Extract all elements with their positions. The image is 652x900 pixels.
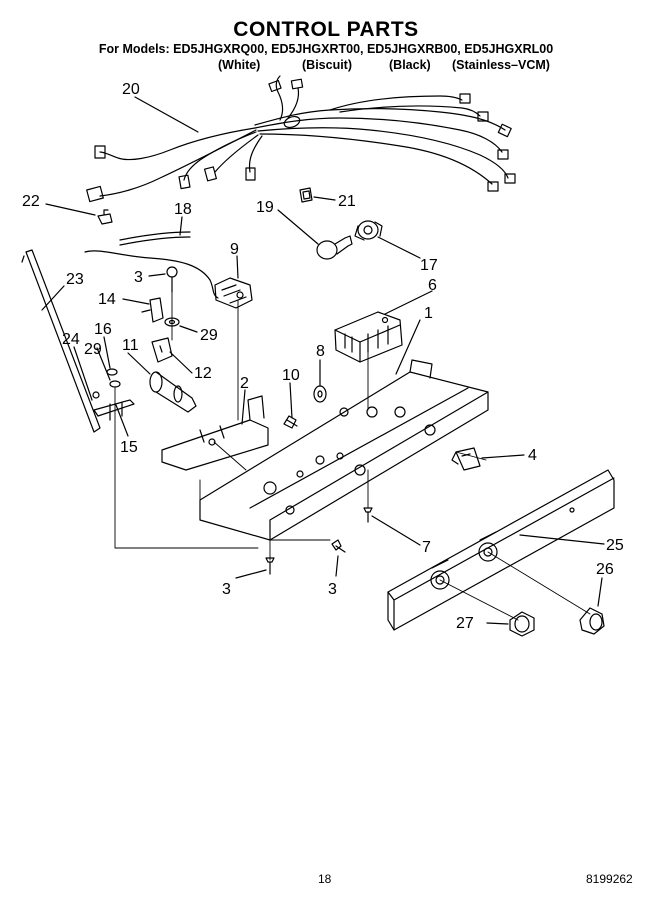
control-panel-25-part (387, 469, 615, 631)
knob-26-part (579, 607, 605, 635)
leader-arrows (41, 96, 605, 625)
callout-20: 20 (122, 81, 140, 98)
variant-black: (Black) (389, 58, 431, 72)
callout-3-bottom-left: 3 (222, 581, 231, 598)
callout-2: 2 (240, 375, 249, 392)
callout-3-top: 3 (134, 269, 143, 286)
callout-29-right: 29 (200, 327, 218, 344)
control-shaft-11-part (149, 371, 197, 413)
screw-10-part (283, 415, 298, 429)
variant-biscuit: (Biscuit) (302, 58, 352, 72)
switch-block-6-part (334, 311, 403, 363)
socket-clip-part (299, 187, 313, 203)
callout-6: 6 (428, 277, 437, 294)
bracket-12-part (151, 337, 173, 363)
callout-14: 14 (98, 291, 116, 308)
variant-white: (White) (218, 58, 261, 72)
callout-23: 23 (66, 271, 84, 288)
bracket-15-part (92, 391, 135, 421)
mounting-bracket-2-part (161, 395, 269, 471)
document-number: 8199262 (586, 872, 633, 886)
wire-harness-part (86, 75, 516, 203)
callout-29-left: 29 (84, 341, 102, 358)
callout-12: 12 (194, 365, 212, 382)
screw-3b-part (331, 539, 346, 553)
callout-25: 25 (606, 537, 624, 554)
screw-part (166, 266, 178, 293)
thermostat-part (84, 250, 253, 309)
assembly-guide-lines (114, 291, 591, 621)
callout-26: 26 (596, 561, 614, 578)
callout-17: 17 (420, 257, 438, 274)
bracket-4-part (451, 447, 481, 471)
callout-15: 15 (120, 439, 138, 456)
callout-16: 16 (94, 321, 112, 338)
callout-3-bottom-right: 3 (328, 581, 337, 598)
light-socket-part (354, 220, 383, 241)
clip-part (97, 209, 113, 225)
variant-stainless: (Stainless–VCM) (452, 58, 550, 72)
callout-11: 11 (122, 337, 139, 354)
callout-19: 19 (256, 199, 274, 216)
callout-18: 18 (174, 201, 192, 218)
bracket-14-part (141, 297, 164, 323)
callout-27: 27 (456, 615, 474, 632)
screw-7-part (363, 507, 373, 523)
callout-10: 10 (282, 367, 300, 384)
callout-4: 4 (528, 447, 537, 464)
callout-1: 1 (424, 305, 433, 322)
bracket-rod-part (21, 249, 101, 433)
model-list: For Models: ED5JHGXRQ00, ED5JHGXRT00, ED… (98, 42, 554, 56)
screw-3a-part (265, 557, 275, 575)
callout-22: 22 (22, 193, 40, 210)
page-title: CONTROL PARTS (233, 18, 419, 41)
tube-part (119, 231, 191, 246)
knob-27-part (509, 611, 535, 637)
grommet-8-part (313, 385, 327, 403)
callout-8: 8 (316, 343, 325, 360)
callout-21: 21 (338, 193, 356, 210)
callout-labels: 20 22 18 21 19 17 9 3 23 14 6 29 1 16 24… (22, 81, 624, 632)
light-bulb-part (316, 235, 353, 260)
callout-9: 9 (230, 241, 239, 258)
callout-7: 7 (422, 539, 431, 556)
callout-24: 24 (62, 331, 80, 348)
page-number: 18 (318, 872, 332, 886)
